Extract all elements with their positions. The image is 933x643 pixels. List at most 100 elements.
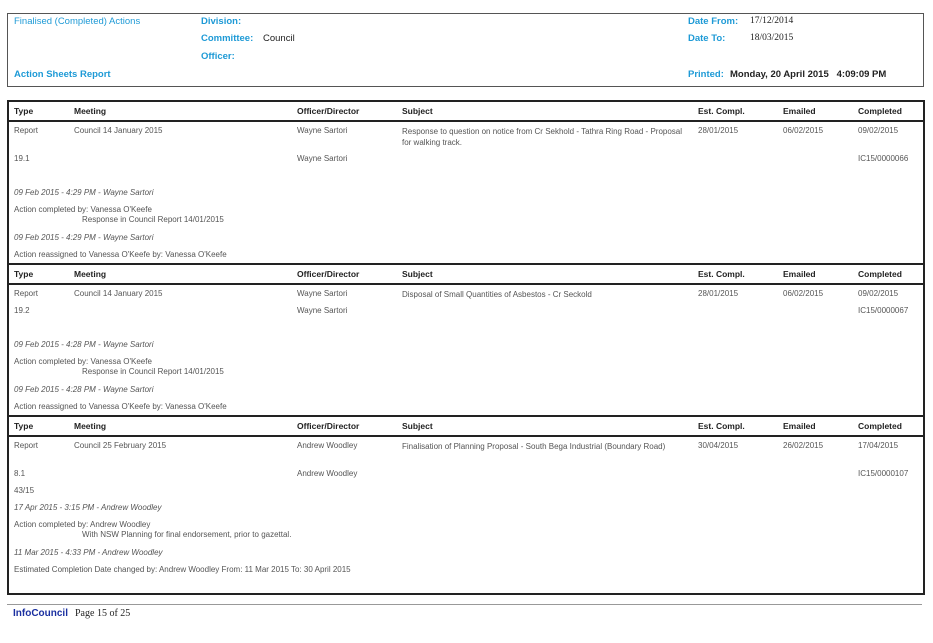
log-text: Action completed by: Vanessa O'Keefe xyxy=(14,357,152,366)
col-emailed: Emailed xyxy=(783,269,816,279)
est-compl: 28/01/2015 xyxy=(698,126,739,135)
item-number: 19.2 xyxy=(14,306,30,315)
col-type: Type xyxy=(14,106,34,116)
col-emailed: Emailed xyxy=(783,421,816,431)
col-est-compl: Est. Compl. xyxy=(698,269,745,279)
col-subject: Subject xyxy=(402,269,433,279)
col-est-compl: Est. Compl. xyxy=(698,106,745,116)
type: Report xyxy=(14,441,39,450)
log-entry: Action reassigned to Vanessa O'Keefe by:… xyxy=(9,246,923,263)
officer: Wayne Sartori xyxy=(297,126,348,135)
reference: IC15/0000107 xyxy=(858,469,909,478)
officer: Andrew Woodley xyxy=(297,469,358,478)
date-to-label: Date To: xyxy=(688,33,726,44)
printed-label: Printed: xyxy=(688,69,724,80)
col-est-compl: Est. Compl. xyxy=(698,421,745,431)
item-number: 8.1 xyxy=(14,469,26,478)
report-name: Action Sheets Report xyxy=(14,69,111,80)
subject: Response to question on notice from Cr S… xyxy=(402,126,687,148)
emailed: 06/02/2015 xyxy=(783,126,824,135)
item-number: 19.1 xyxy=(14,154,30,163)
col-subject: Subject xyxy=(402,421,433,431)
type: Report xyxy=(14,126,39,135)
officer: Andrew Woodley xyxy=(297,441,358,450)
log-text: Action completed by: Vanessa O'Keefe xyxy=(14,205,152,214)
table-row: Report Council 25 February 2015 Andrew Woo… xyxy=(9,437,923,465)
col-meeting: Meeting xyxy=(74,106,107,116)
col-meeting: Meeting xyxy=(74,421,107,431)
report-type: Finalised (Completed) Actions xyxy=(14,16,141,27)
division-label: Division: xyxy=(201,16,242,27)
officer: Wayne Sartori xyxy=(297,154,348,163)
col-type: Type xyxy=(14,421,34,431)
subject-line: Disposal of Small Quantities of Asbestos… xyxy=(402,290,592,299)
log-stamp: 11 Mar 2015 - 4:33 PM - Andrew Woodley xyxy=(14,548,163,557)
committee-label: Committee: xyxy=(201,33,254,44)
log-text: Action completed by: Andrew Woodley xyxy=(14,520,151,529)
completed: 09/02/2015 xyxy=(858,289,899,298)
meeting: Council 25 February 2015 xyxy=(74,441,167,450)
footer-page: Page 15 of 25 xyxy=(75,608,131,619)
footer: InfoCouncil Page 15 of 25 xyxy=(7,604,922,619)
officer: Wayne Sartori xyxy=(297,289,348,298)
subject-line: Finalisation of Planning Proposal - Sout… xyxy=(402,442,666,451)
emailed: 26/02/2015 xyxy=(783,441,824,450)
est-compl: 28/01/2015 xyxy=(698,289,739,298)
table-row: 43/15 xyxy=(9,482,923,499)
resolution-number: 43/15 xyxy=(14,486,35,495)
printed-value: Monday, 20 April 2015 4:09:09 PM xyxy=(730,69,887,80)
subject: Finalisation of Planning Proposal - Sout… xyxy=(402,441,687,452)
subject: Disposal of Small Quantities of Asbestos… xyxy=(402,289,687,300)
log-stamp: 09 Feb 2015 - 4:29 PM - Wayne Sartori xyxy=(14,233,154,242)
completed: 17/04/2015 xyxy=(858,441,899,450)
reference: IC15/0000067 xyxy=(858,306,909,315)
col-subject: Subject xyxy=(402,106,433,116)
date-from-label: Date From: xyxy=(688,16,739,27)
log-text: Action reassigned to Vanessa O'Keefe by:… xyxy=(14,250,227,259)
table-row xyxy=(9,319,923,336)
log-entry: Estimated Completion Date changed by: An… xyxy=(9,561,923,578)
log-text: Estimated Completion Date changed by: An… xyxy=(14,565,351,574)
log-note: Response in Council Report 14/01/2015 xyxy=(82,367,224,376)
meeting: Council 14 January 2015 xyxy=(74,126,163,135)
col-emailed: Emailed xyxy=(783,106,816,116)
col-completed: Completed xyxy=(858,269,902,279)
est-compl: 30/04/2015 xyxy=(698,441,739,450)
table-row: 8.1 Andrew Woodley IC15/0000107 xyxy=(9,465,923,482)
committee-value: Council xyxy=(263,33,295,44)
reference: IC15/0000066 xyxy=(858,154,909,163)
report-header: Finalised (Completed) Actions Action She… xyxy=(7,13,924,87)
col-officer: Officer/Director xyxy=(297,269,360,279)
table-row: 19.2 Wayne Sartori IC15/0000067 xyxy=(9,302,923,319)
type: Report xyxy=(14,289,39,298)
col-completed: Completed xyxy=(858,421,902,431)
date-to: 18/03/2015 xyxy=(750,33,794,43)
meeting: Council 14 January 2015 xyxy=(74,289,163,298)
footer-brand: InfoCouncil xyxy=(13,608,68,619)
col-completed: Completed xyxy=(858,106,902,116)
subject-line: Proposal for walking track. xyxy=(402,127,683,147)
log-entry: Action reassigned to Vanessa O'Keefe by:… xyxy=(9,398,923,415)
date-from: 17/12/2014 xyxy=(750,16,794,26)
log-note: With NSW Planning for final endorsement,… xyxy=(82,530,292,539)
officer: Wayne Sartori xyxy=(297,306,348,315)
col-meeting: Meeting xyxy=(74,269,107,279)
log-stamp: 09 Feb 2015 - 4:29 PM - Wayne Sartori xyxy=(14,188,154,197)
log-text: Action reassigned to Vanessa O'Keefe by:… xyxy=(14,402,227,411)
table-row: Report Council 14 January 2015 Wayne Sarto… xyxy=(9,285,923,302)
table-row: Report Council 14 January 2015 Wayne Sarto… xyxy=(9,122,923,150)
log-note: Response in Council Report 14/01/2015 xyxy=(82,215,224,224)
subject-line: Response to question on notice from Cr S… xyxy=(402,127,649,136)
log-stamp: 17 Apr 2015 - 3:15 PM - Andrew Woodley xyxy=(14,503,162,512)
table-row: 19.1 Wayne Sartori IC15/0000066 xyxy=(9,150,923,167)
